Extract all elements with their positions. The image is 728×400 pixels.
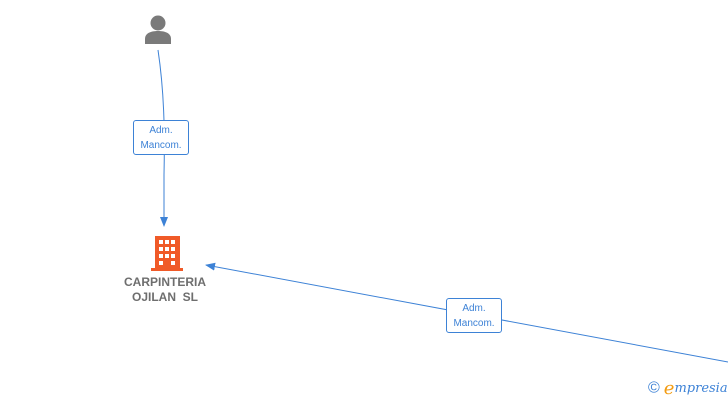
copyright-icon: © bbox=[648, 379, 660, 397]
brand-initial: e bbox=[663, 378, 675, 399]
brand-name: mpresia bbox=[674, 381, 728, 396]
building-icon[interactable] bbox=[151, 236, 183, 271]
edge-label-line2: Mancom. bbox=[453, 318, 495, 329]
edge-person-to-company bbox=[157, 49, 168, 227]
company-name[interactable]: CARPINTERIA OJILAN SL bbox=[110, 275, 220, 305]
edge-label-offscreen-company[interactable]: Adm. Mancom. bbox=[446, 298, 502, 333]
company-name-line1: CARPINTERIA bbox=[123, 275, 206, 289]
edge-label-line1: Adm. bbox=[149, 125, 173, 136]
edge-label-person-company[interactable]: Adm. Mancom. bbox=[133, 120, 189, 155]
edge-label-line1: Adm. bbox=[462, 303, 486, 314]
person-icon[interactable] bbox=[145, 15, 171, 45]
company-name-line2: OJILAN SL bbox=[131, 290, 198, 304]
edge-label-line2: Mancom. bbox=[140, 140, 182, 151]
empresia-logo: ©empresia bbox=[648, 378, 728, 400]
